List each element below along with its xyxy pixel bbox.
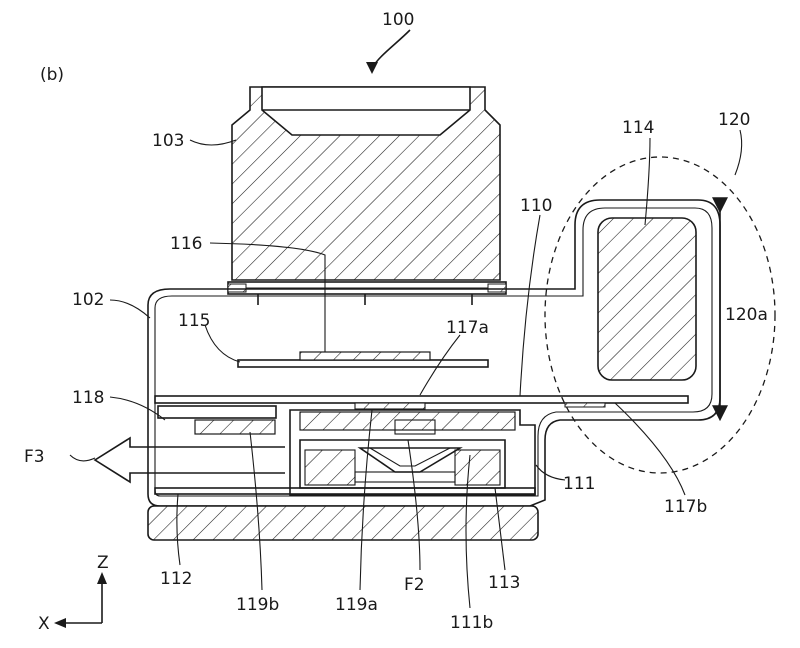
arrow-F3 bbox=[93, 436, 285, 484]
label-118: 118 bbox=[72, 388, 104, 408]
leader-110 bbox=[519, 214, 541, 397]
leader-115 bbox=[204, 324, 241, 363]
label-115: 115 bbox=[178, 311, 210, 331]
label-114: 114 bbox=[622, 118, 654, 138]
component-118 bbox=[157, 405, 277, 419]
leader-119a bbox=[359, 409, 373, 591]
leader-111 bbox=[535, 464, 566, 481]
leader-111b bbox=[465, 454, 471, 609]
label-119a: 119a bbox=[335, 595, 378, 615]
region-120 bbox=[544, 156, 776, 474]
panel-label: (b) bbox=[40, 65, 64, 85]
leader-F3 bbox=[69, 454, 96, 462]
label-117a: 117a bbox=[446, 318, 489, 338]
label-117b: 117b bbox=[664, 497, 707, 517]
leader-112 bbox=[176, 493, 181, 566]
leader-116 bbox=[209, 242, 326, 352]
leader-120 bbox=[734, 129, 743, 176]
label-111b: 111b bbox=[450, 613, 493, 633]
base-plate bbox=[147, 505, 539, 541]
label-F2: F2 bbox=[404, 575, 425, 595]
label-113: 113 bbox=[488, 573, 520, 593]
axis-z-label: Z bbox=[97, 553, 109, 573]
component-115 bbox=[237, 359, 489, 368]
label-F3: F3 bbox=[24, 447, 45, 467]
label-103: 103 bbox=[152, 131, 184, 151]
label-100: 100 bbox=[382, 10, 414, 30]
leader-F2 bbox=[407, 439, 421, 571]
component-117 bbox=[154, 395, 689, 404]
label-111: 111 bbox=[563, 474, 595, 494]
component-114 bbox=[597, 217, 697, 381]
component-112 bbox=[154, 487, 536, 495]
component-103 bbox=[231, 86, 501, 281]
leader-117a bbox=[419, 334, 461, 396]
housing-102 bbox=[147, 199, 721, 507]
label-119b: 119b bbox=[236, 595, 279, 615]
arrow-100 bbox=[366, 62, 378, 74]
leader-114 bbox=[644, 137, 651, 226]
leader-103 bbox=[189, 139, 237, 146]
label-120a: 120a bbox=[725, 305, 768, 325]
axes-indicator: Z X bbox=[38, 553, 109, 634]
leader-118 bbox=[109, 396, 166, 421]
label-116: 116 bbox=[170, 234, 202, 254]
label-110: 110 bbox=[520, 196, 552, 216]
leader-102 bbox=[109, 299, 151, 319]
axis-x-label: X bbox=[38, 614, 50, 634]
label-112: 112 bbox=[160, 569, 192, 589]
leader-117b bbox=[614, 402, 686, 496]
label-120: 120 bbox=[718, 110, 750, 130]
leader-119b bbox=[249, 431, 263, 591]
component-111 bbox=[289, 409, 536, 496]
leader-113 bbox=[494, 487, 506, 571]
label-102: 102 bbox=[72, 290, 104, 310]
